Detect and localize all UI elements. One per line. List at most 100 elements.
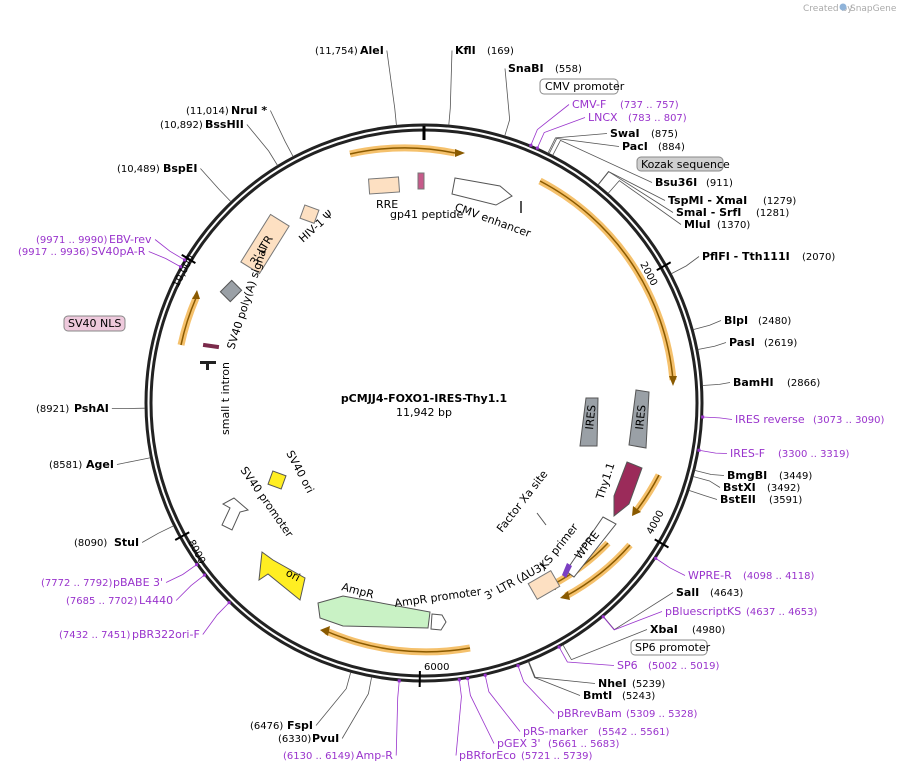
primer-leader-13 (175, 574, 205, 601)
site-leader-21 (315, 672, 352, 726)
orf-arc-top-line (349, 147, 456, 155)
site-pos-bmgbi: (3449) (779, 471, 812, 482)
primer-leader-14 (165, 564, 197, 583)
site-leader-1 (448, 50, 453, 126)
site-pos-pflfi: (2070) (802, 252, 835, 263)
cmv-promoter-box[interactable] (539, 78, 619, 95)
ampr-feature[interactable] (317, 595, 431, 629)
site-leader-8 (607, 180, 682, 225)
site-leader-17 (562, 629, 648, 661)
site-pos-bspei: (10,489) (117, 164, 160, 175)
ltr-3p-feature[interactable] (240, 213, 290, 275)
site-leader-0 (386, 50, 397, 126)
primer-name-lncx: LNCX (588, 111, 618, 124)
orf-arc-right-line (539, 180, 674, 381)
primer-leader-5 (602, 611, 663, 631)
ires-feature-1[interactable] (579, 397, 599, 447)
ampr-promoter-feature[interactable] (430, 613, 447, 631)
primer-range-amp-r: (6130 .. 6149) (283, 751, 355, 762)
site-pos-mlui: (1370) (717, 220, 750, 231)
ks-primer-feature[interactable] (562, 563, 572, 578)
backbone-outer-circle (144, 123, 704, 683)
sv40-polya-feature[interactable] (219, 279, 243, 303)
cmv-enhancer-feature[interactable] (451, 177, 513, 206)
ori-label: ori (284, 566, 303, 584)
site-leader-2 (504, 68, 511, 137)
site-pos-pshai: (8921) (36, 404, 69, 415)
primer-leader-11-marker (397, 679, 401, 683)
primer-name-pbluescriptks: pBluescriptKS (665, 605, 741, 618)
sv40-nls-box[interactable] (63, 315, 126, 332)
orf-arc-wpre-outer-line (565, 544, 631, 597)
primer-leader-2-marker (701, 415, 705, 419)
primer-leader-4-marker (654, 556, 658, 560)
primer-name-sp6: SP6 (617, 659, 638, 672)
orf-arc-top-arrow (455, 149, 465, 157)
site-name-nhei: NheI (598, 677, 627, 690)
site-name-agei: AgeI (86, 458, 114, 471)
site-pos-blpi: (2480) (758, 316, 791, 327)
site-leader-4 (548, 138, 620, 154)
cmv-promoter-label: CMV promoter (545, 80, 625, 93)
site-leader-26 (246, 124, 278, 166)
kozak-box[interactable] (636, 156, 724, 172)
site-name-bsu36i: Bsu36I (655, 176, 697, 189)
tick-mark-8000 (174, 531, 190, 541)
primer-leader-10 (455, 679, 462, 756)
site-pos-paci: (884) (658, 142, 685, 153)
site-leader-20 (341, 676, 373, 739)
small-t-intron-label: small t intron (219, 362, 232, 435)
ori-feature[interactable] (258, 551, 306, 601)
kozak-label: Kozak sequence (641, 158, 730, 171)
primer-leader-0-marker (529, 143, 533, 147)
primer-range-pbabe3: (7772 .. 7792) (41, 578, 113, 589)
primer-range-pgex3: (5661 .. 5683) (548, 739, 620, 750)
site-pos-agei: (8581) (49, 460, 82, 471)
rre-label: RRE (376, 198, 398, 211)
sv40-ori-feature[interactable] (267, 470, 287, 490)
primer-leader-15 (148, 251, 181, 268)
site-name-bsshii: BssHII (205, 118, 244, 131)
site-name-paci: PacI (622, 140, 648, 153)
primer-range-sp6: (5002 .. 5019) (648, 661, 720, 672)
primer-leader-2 (702, 416, 733, 420)
ires-feature-2[interactable] (628, 389, 650, 449)
site-pos-alei: (11,754) (315, 46, 358, 57)
wpre-feature[interactable] (565, 516, 617, 578)
hiv-psi-feature[interactable] (299, 204, 320, 224)
site-name-pvui: PvuI (312, 732, 339, 745)
site-name-mlui: MluI (684, 218, 711, 231)
primer-name-l4440: L4440 (139, 594, 173, 607)
orf-arc-left-arrow (192, 290, 200, 299)
ampr-promoter-label: AmpR promoter (394, 585, 483, 610)
site-pos-nhei: (5239) (632, 679, 665, 690)
sp6-promoter-box[interactable] (630, 639, 708, 656)
site-pos-bsshii: (10,892) (160, 120, 203, 131)
thy1-feature[interactable] (613, 461, 643, 518)
primer-range-pbrforeco: (5721 .. 5739) (521, 751, 593, 762)
primer-range-ires-f: (3300 .. 3319) (778, 449, 850, 460)
site-leader-11 (697, 342, 727, 350)
site-name-fspi: FspI (287, 719, 313, 732)
orf-arc-wpre-outer-arrow (560, 591, 570, 600)
site-name-tspmi-xmai: TspMI - XmaI (668, 194, 747, 207)
factor-xa-site-feature[interactable] (536, 512, 547, 526)
primer-leader-6 (558, 646, 615, 666)
site-name-smai-srfi: SmaI - SrfI (676, 206, 741, 219)
primer-leader-9-marker (466, 677, 470, 681)
sv40-promoter-feature[interactable] (221, 497, 250, 531)
site-pos-kfli: (169) (487, 46, 514, 57)
site-name-kfli: KflI (455, 44, 476, 57)
primer-range-pbluescriptks: (4637 .. 4653) (746, 607, 818, 618)
sv40-ori-label: SV40 ori (283, 448, 316, 495)
brand-product: SnapGene (850, 4, 897, 14)
site-pos-xbai: (4980) (692, 625, 725, 636)
gp41-feature[interactable] (417, 172, 425, 190)
primer-name-pbrrevbam: pBRrevBam (557, 707, 622, 720)
site-name-nrui: NruI * (231, 104, 267, 117)
ltr-du3-feature[interactable] (527, 570, 561, 600)
sv40-promoter-label: SV40 promoter (238, 464, 297, 540)
rre-feature[interactable] (368, 176, 401, 195)
site-pos-bamhi: (2866) (787, 378, 820, 389)
sv40-nls-feature[interactable] (202, 342, 220, 350)
